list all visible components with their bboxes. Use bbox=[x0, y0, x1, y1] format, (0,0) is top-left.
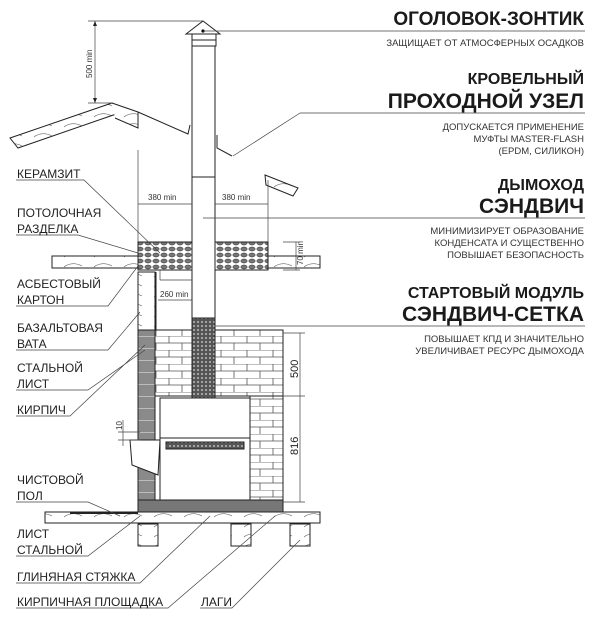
component-descriptions: ОГОЛОВОК-ЗОНТИК ЗАЩИЩАЕТ ОТ АТМОСФЕРНЫХ … bbox=[386, 9, 584, 357]
label-finish-floor: ПОЛ bbox=[17, 489, 43, 503]
label-asbestos-board: АСБЕСТОВЫЙ bbox=[17, 276, 101, 291]
ceiling-slab bbox=[51, 241, 321, 271]
material-leaders bbox=[16, 179, 301, 609]
dim-10: 10 bbox=[115, 421, 124, 430]
material-labels: КЕРАМЗИТ ПОТОЛОЧНАЯ РАЗДЕЛКА АСБЕСТОВЫЙ … bbox=[17, 167, 232, 609]
desc-sandwich: КОНДЕНСАТА И СУЩЕСТВЕННО bbox=[435, 238, 584, 249]
floor bbox=[44, 511, 321, 547]
desc-sandwich: МИНИМИЗИРУЕТ ОБРАЗОВАНИЕ bbox=[430, 226, 584, 237]
roof bbox=[9, 102, 299, 197]
height-dimensions: 500 816 10 bbox=[115, 332, 305, 503]
brick-stove bbox=[129, 317, 284, 513]
dimension-above-roof: 500 min bbox=[85, 20, 203, 104]
title-roof-pass: ПРОХОДНОЙ УЗЕЛ bbox=[388, 89, 584, 113]
brick-platform bbox=[137, 499, 284, 513]
label-asbestos-board: КАРТОН bbox=[17, 293, 64, 307]
label-expanded-clay: КЕРАМЗИТ bbox=[17, 167, 81, 181]
label-steel-sheet: ЛИСТ bbox=[17, 377, 50, 391]
dim-380-right: 380 min bbox=[222, 193, 250, 202]
desc-sandwich: ПОВЫШАЕТ БЕЗОПАСНОСТЬ bbox=[447, 250, 584, 261]
label-brick-platform: КИРПИЧНАЯ ПЛОЩАДКА bbox=[17, 595, 163, 609]
desc-starter-module: ПОВЫШАЕТ КПД И ЗНАЧИТЕЛЬНО bbox=[424, 334, 584, 345]
title-sandwich: СЭНДВИЧ bbox=[479, 195, 584, 218]
desc-roof-pass: (EPDM, СИЛИКОН) bbox=[499, 146, 584, 157]
label-clay-screed: ГЛИНЯНАЯ СТЯЖКА bbox=[17, 570, 135, 584]
clearance-dimensions: 380 min 380 min 70 min 260 min bbox=[138, 193, 305, 301]
joist bbox=[230, 523, 252, 547]
sandwich-pipe bbox=[191, 45, 216, 319]
label-basalt-wool: БАЗАЛЬТОВАЯ bbox=[17, 321, 103, 335]
label-ceiling-cut: РАЗДЕЛКА bbox=[17, 222, 78, 236]
label-steel-sheet-floor: ЛИСТ bbox=[17, 527, 50, 541]
dim-70-min: 70 min bbox=[296, 241, 305, 265]
dim-260-min: 260 min bbox=[160, 290, 188, 299]
title-sandwich: ДЫМОХОД bbox=[498, 177, 585, 194]
label-steel-sheet-floor: СТАЛЬНОЙ bbox=[17, 542, 83, 557]
firebox-grate bbox=[165, 441, 245, 450]
label-joists: ЛАГИ bbox=[201, 595, 232, 609]
component-leaders bbox=[203, 30, 585, 327]
desc-chimney-cap: ЗАЩИЩАЕТ ОТ АТМОСФЕРНЫХ ОСАДКОВ bbox=[386, 38, 584, 49]
basalt-wool-layer bbox=[137, 271, 156, 331]
label-basalt-wool: ВАТА bbox=[17, 337, 47, 351]
desc-roof-pass: МУФТЫ MASTER-FLASH bbox=[473, 134, 584, 145]
label-ceiling-cut: ПОТОЛОЧНАЯ bbox=[17, 206, 101, 220]
title-starter-module: СТАРТОВЫЙ МОДУЛЬ bbox=[408, 283, 584, 302]
label-steel-sheet: СТАЛЬНОЙ bbox=[17, 360, 83, 375]
dim-380-left: 380 min bbox=[148, 193, 176, 202]
dim-500: 500 bbox=[289, 360, 301, 378]
dim-500-min: 500 min bbox=[85, 50, 94, 78]
label-brick: КИРПИЧ bbox=[17, 403, 66, 417]
label-finish-floor: ЧИСТОВОЙ bbox=[17, 472, 84, 487]
expanded-clay-fill bbox=[137, 241, 193, 271]
desc-starter-module: УВЕЛИЧИВАЕТ РЕСУРС ДЫМОХОДА bbox=[415, 346, 584, 357]
dim-816: 816 bbox=[289, 437, 301, 455]
joist bbox=[289, 523, 311, 547]
title-roof-pass: КРОВЕЛЬНЫЙ bbox=[468, 69, 584, 88]
title-chimney-cap: ОГОЛОВОК-ЗОНТИК bbox=[393, 9, 584, 30]
chimney-cap bbox=[184, 20, 222, 47]
joist bbox=[137, 523, 159, 547]
title-starter-module: СЭНДВИЧ-СЕТКА bbox=[402, 303, 584, 326]
desc-roof-pass: ДОПУСКАЕТСЯ ПРИМЕНЕНИЕ bbox=[443, 122, 584, 133]
